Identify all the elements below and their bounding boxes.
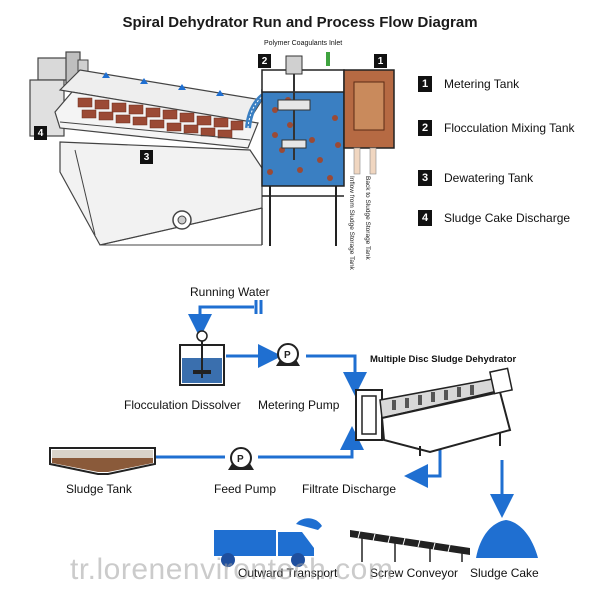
tag-1: 1 [374, 54, 387, 68]
legend-item-3: 3 Dewatering Tank [418, 170, 533, 186]
tag-3: 3 [140, 150, 153, 164]
drum-marker-icons [102, 72, 224, 96]
running-water-arrow [188, 305, 254, 338]
legend-number: 2 [418, 120, 432, 136]
legend-item-1: 1 Metering Tank [418, 76, 519, 92]
legend-number: 3 [418, 170, 432, 186]
flocculation-dissolver [179, 330, 225, 386]
filtrate-arrow [404, 446, 442, 488]
legend-number: 4 [418, 210, 432, 226]
flocculation-dissolver-label: Flocculation Dissolver [124, 398, 241, 412]
filtrate-discharge-label: Filtrate Discharge [302, 482, 397, 496]
pump-symbol-text: P [237, 454, 244, 465]
legend-label: Flocculation Mixing Tank [444, 121, 575, 135]
watermark: tr.lorenenvirontech.com [70, 553, 394, 586]
outward-transport-label: Outward Transport [238, 566, 338, 580]
pump-symbol-text: P [284, 350, 291, 361]
feed-pump-icon [228, 447, 254, 470]
legend-label: Sludge Cake Discharge [444, 211, 571, 225]
sludge-tank-icon [49, 447, 156, 475]
feed-pump-label: Feed Pump [214, 482, 277, 496]
pump-to-dehydrator-arrow [306, 354, 367, 396]
outward-transport-truck-icon [214, 518, 322, 567]
diagram-title: Spiral Dehydrator Run and Process Flow D… [122, 14, 478, 31]
legend-item-4: 4 Sludge Cake Discharge [418, 210, 570, 226]
dissolver-motor-icon [196, 330, 208, 342]
sludge-cake-label: Sludge Cake [470, 566, 539, 580]
feedpump-to-dehydrator-arrow [258, 426, 364, 459]
metering-pump-label: Metering Pump [258, 398, 340, 412]
metering-pump-icon [276, 343, 300, 366]
back-to-storage-text: Back to Sludge Storage Tank [364, 176, 372, 260]
legend-item-2: 2 Flocculation Mixing Tank [418, 120, 575, 136]
legend-number: 1 [418, 76, 432, 92]
sludge-tank-label: Sludge Tank [66, 482, 132, 496]
polymer-inlet-label: Polymer Coagulants Inlet [264, 40, 343, 47]
inlet-indicator-icon [326, 52, 330, 66]
sludge-bricks [77, 97, 244, 139]
dehydrator-machine [355, 367, 513, 456]
dehydrator-label: Multiple Disc Sludge Dehydrator [370, 354, 517, 365]
screw-conveyor-label: Screw Conveyor [370, 566, 459, 580]
screw-conveyor-icon [350, 530, 470, 562]
inflow-storage-text: Inflow from Sludge Storage Tank [348, 176, 356, 270]
tag-2: 2 [258, 54, 271, 68]
tag-4: 4 [34, 126, 47, 140]
legend-label: Dewatering Tank [444, 171, 534, 185]
sludge-cake-pile-icon [476, 520, 538, 558]
legend-label: Metering Tank [444, 77, 520, 91]
running-water-label: Running Water [190, 285, 270, 299]
floc-particles [267, 97, 341, 181]
